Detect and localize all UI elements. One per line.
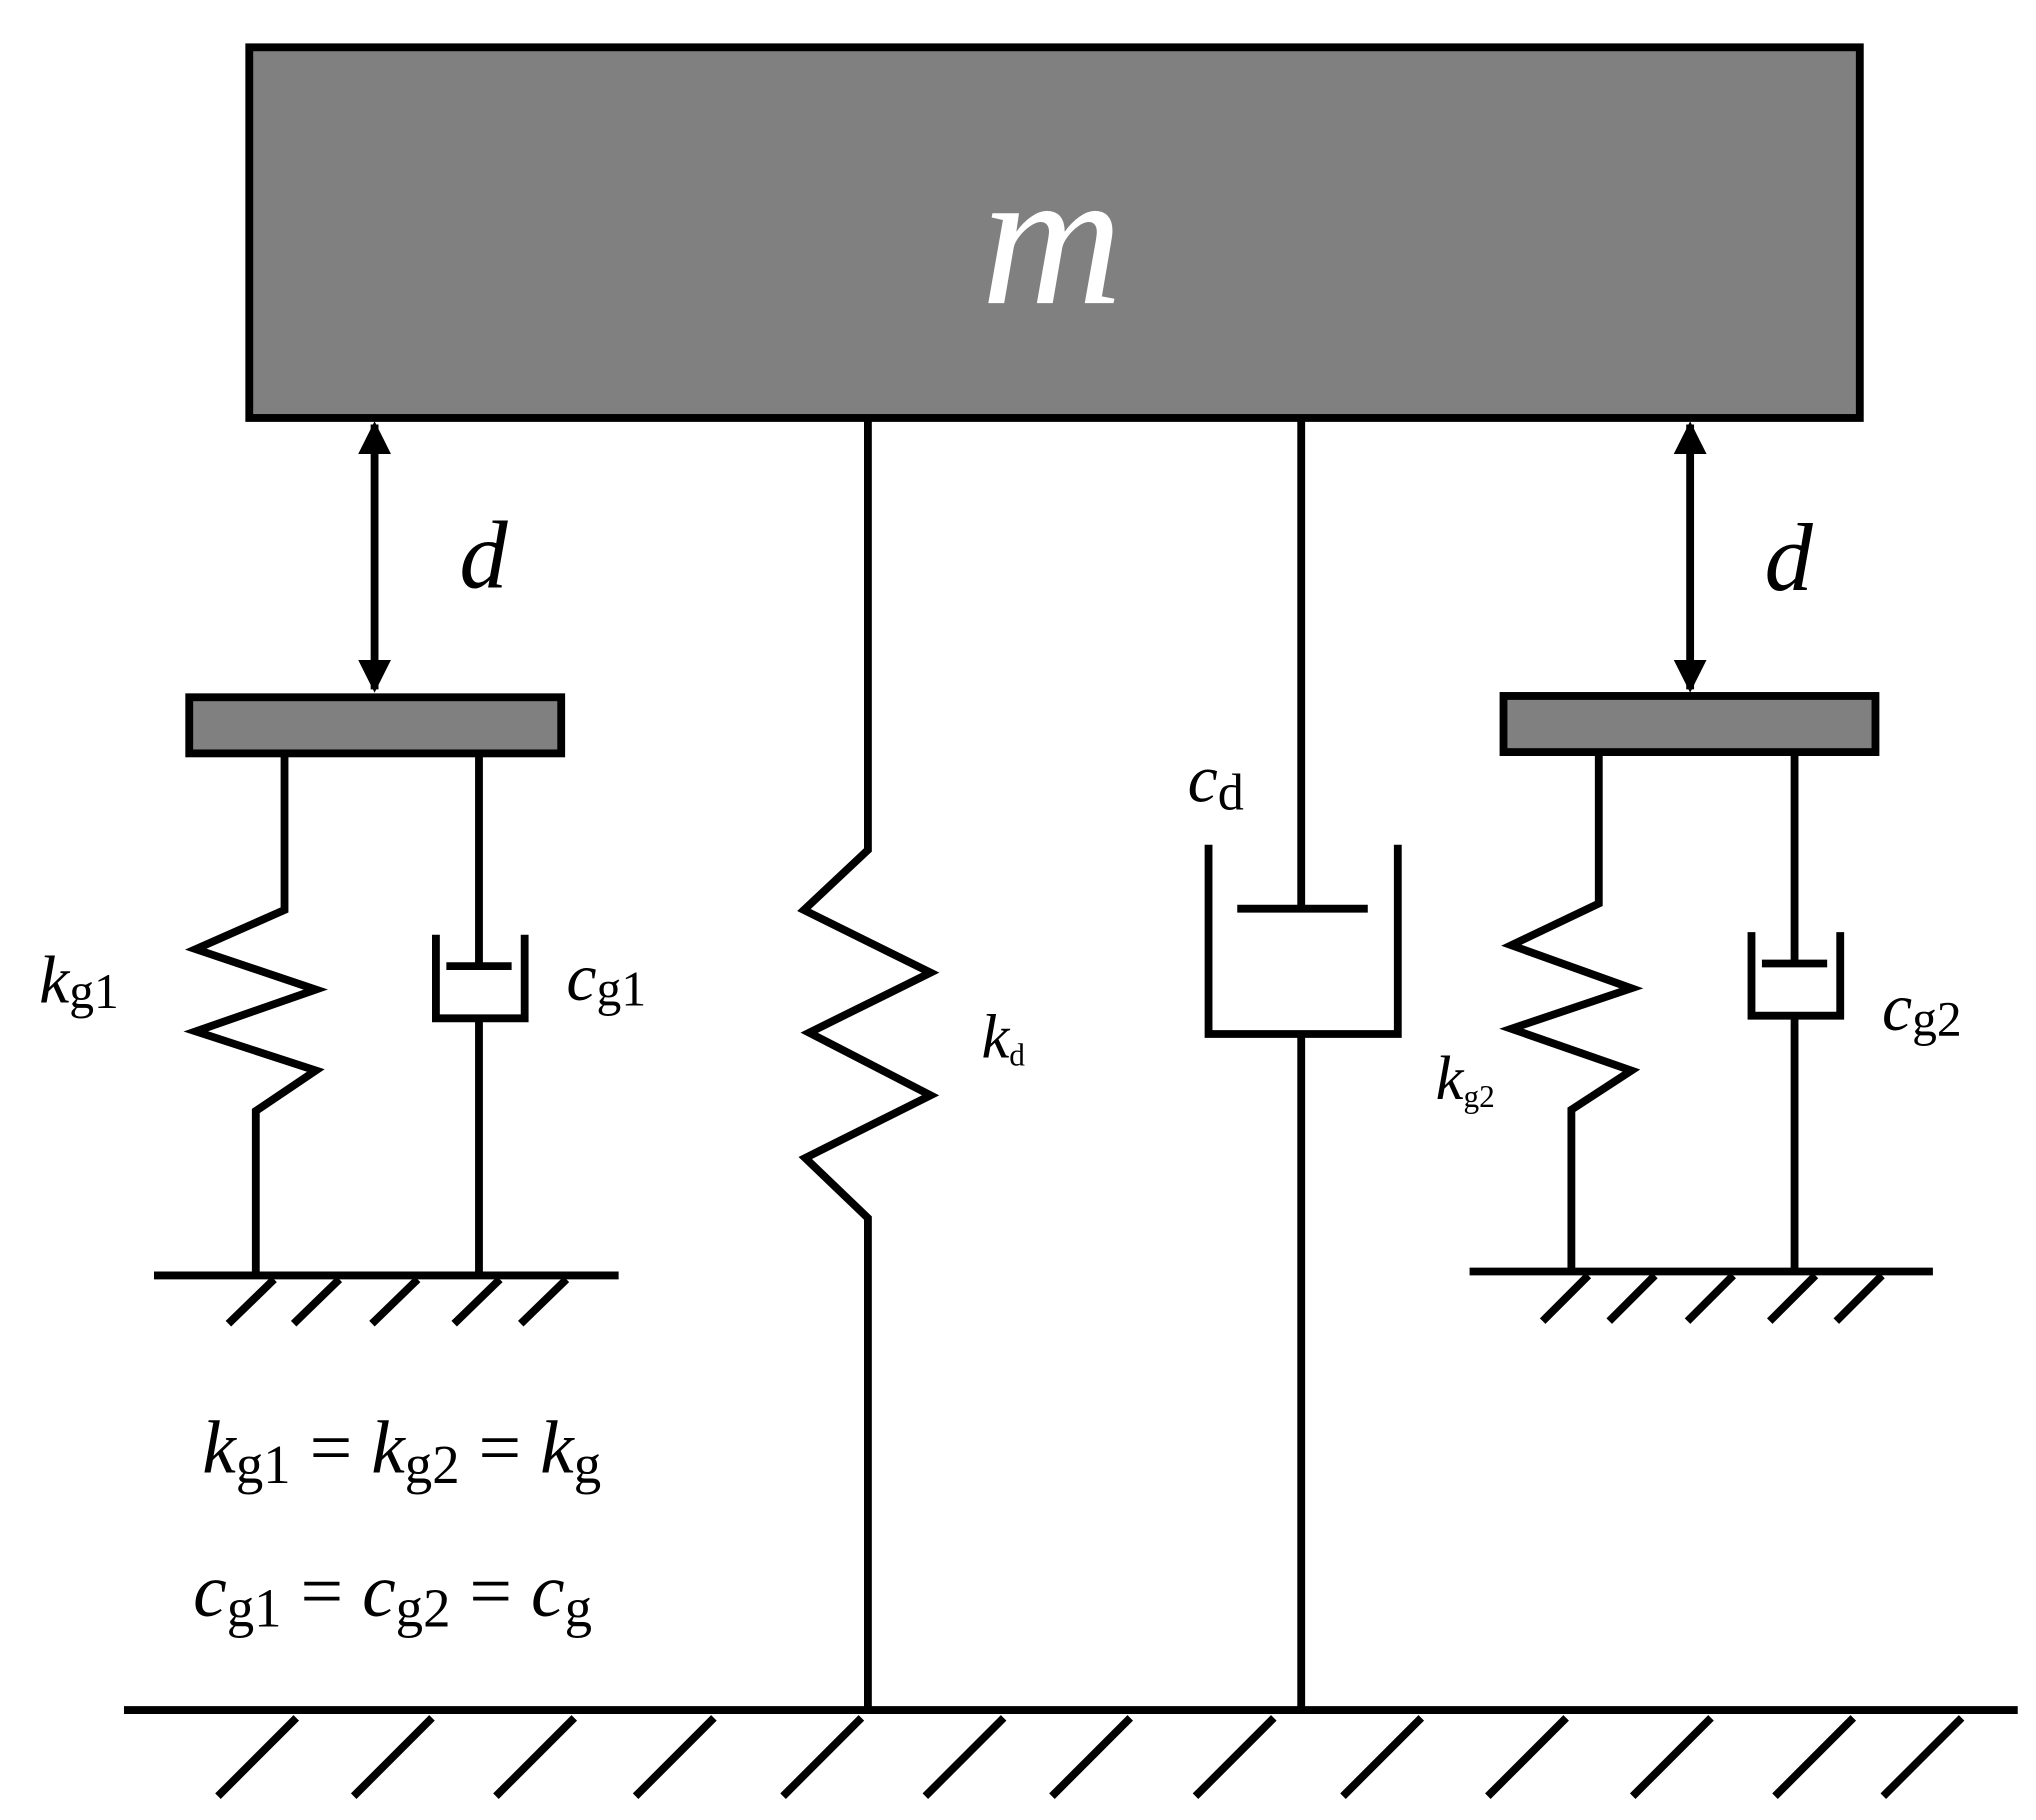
equation-cg: cg1 = cg2 = cg [193,1550,592,1638]
spring-kg2 [1499,752,1644,1271]
ground-left [154,1271,619,1327]
equation-kg: kg1 = kg2 = kg [202,1407,601,1495]
spring-kd [797,417,940,1708]
right-support-plate [1499,692,1880,756]
left-support-plate [185,693,566,758]
damper-cd [1204,417,1402,1708]
spring-kg1 [183,753,328,1273]
gap-label-left: d [459,502,508,609]
gap-label-right: d [1765,504,1814,611]
label-cg2: cg2 [1882,970,1962,1046]
label-kg2: kg2 [1436,1043,1495,1114]
label-cd: cd [1188,742,1244,822]
mass-block [245,43,1864,422]
mass-label: m [981,130,1122,346]
label-cg1: cg1 [566,940,646,1016]
damper-cg2 [1747,752,1845,1271]
label-kd: kd [981,1001,1025,1072]
label-kg1: kg1 [39,943,119,1019]
ground-main [123,1706,2018,1799]
damper-cg1 [431,753,529,1273]
ground-right [1469,1267,1933,1324]
